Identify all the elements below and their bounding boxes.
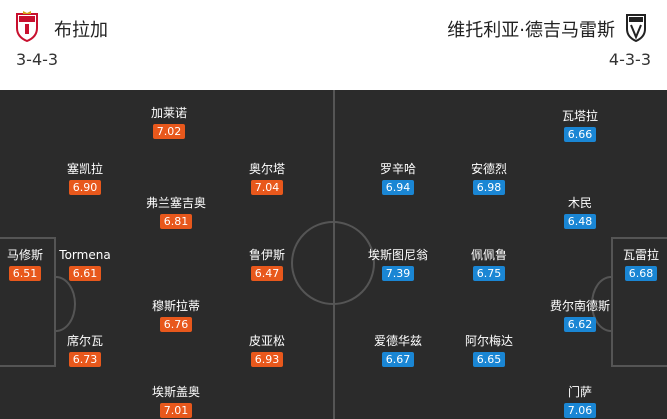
away-formation: 4-3-3: [608, 50, 651, 69]
vitoria-crest-icon[interactable]: [625, 12, 647, 42]
player-name: 塞凯拉: [66, 162, 103, 176]
player-home[interactable]: 穆斯拉蒂 6.76: [131, 299, 221, 332]
player-rating: 6.93: [250, 352, 284, 367]
player-name: 瓦塔拉: [561, 109, 598, 123]
player-name: 安德烈: [470, 162, 507, 176]
player-name: 爱德华兹: [373, 334, 422, 348]
match-header: 布拉加 3-4-3 维托利亚·德吉马雷斯 4-3-3: [0, 0, 667, 90]
player-home[interactable]: 加莱诺 7.02: [124, 106, 214, 139]
player-rating: 6.76: [159, 317, 193, 332]
player-name: 埃斯图尼翁: [367, 248, 428, 262]
away-team-name[interactable]: 维托利亚·德吉马雷斯: [447, 20, 615, 41]
home-formation: 3-4-3: [16, 50, 59, 69]
player-rating: 6.68: [624, 266, 658, 281]
player-home[interactable]: 鲁伊斯 6.47: [222, 248, 312, 281]
player-rating: 7.02: [152, 124, 186, 139]
player-away[interactable]: 瓦雷拉 6.68: [596, 248, 667, 281]
player-rating: 6.81: [159, 214, 193, 229]
player-rating: 6.98: [472, 180, 506, 195]
home-team-name[interactable]: 布拉加: [54, 20, 108, 41]
player-home[interactable]: 弗兰塞吉奥 6.81: [131, 196, 221, 229]
player-rating: 6.51: [8, 266, 42, 281]
player-rating: 6.65: [472, 352, 506, 367]
player-name: 奥尔塔: [248, 162, 285, 176]
player-rating: 6.47: [250, 266, 284, 281]
player-home[interactable]: 皮亚松 6.93: [222, 334, 312, 367]
player-home[interactable]: 席尔瓦 6.73: [40, 334, 130, 367]
player-home[interactable]: 马修斯 6.51: [0, 248, 70, 281]
player-name: 费尔南德斯: [549, 299, 610, 313]
player-rating: 6.90: [68, 180, 102, 195]
player-name: 弗兰塞吉奥: [145, 196, 206, 210]
player-rating: 6.61: [68, 266, 102, 281]
player-name: 穆斯拉蒂: [151, 299, 200, 313]
player-away[interactable]: 安德烈 6.98: [444, 162, 534, 195]
player-rating: 7.04: [250, 180, 284, 195]
player-away[interactable]: 木民 6.48: [535, 196, 625, 229]
player-away[interactable]: 埃斯图尼翁 7.39: [353, 248, 443, 281]
player-rating: 6.73: [68, 352, 102, 367]
player-name: 阿尔梅达: [464, 334, 513, 348]
center-circle: [291, 221, 375, 305]
player-rating: 7.39: [381, 266, 415, 281]
player-away[interactable]: 瓦塔拉 6.66: [535, 109, 625, 142]
player-home[interactable]: 奥尔塔 7.04: [222, 162, 312, 195]
player-away[interactable]: 门萨 7.06: [535, 385, 625, 418]
player-away[interactable]: 爱德华兹 6.67: [353, 334, 443, 367]
player-away[interactable]: 阿尔梅达 6.65: [444, 334, 534, 367]
player-name: 席尔瓦: [66, 334, 103, 348]
player-rating: 7.01: [159, 403, 193, 418]
player-name: 皮亚松: [248, 334, 285, 348]
player-name: 瓦雷拉: [622, 248, 659, 262]
player-rating: 6.48: [563, 214, 597, 229]
player-home[interactable]: Tormena 6.61: [40, 248, 130, 281]
player-away[interactable]: 佩佩鲁 6.75: [444, 248, 534, 281]
player-name: 埃斯盖奥: [151, 385, 200, 399]
player-rating: 6.62: [563, 317, 597, 332]
player-name: 罗辛哈: [379, 162, 416, 176]
player-name: 木民: [567, 196, 592, 210]
home-penalty-box: [0, 237, 56, 367]
braga-crest-icon[interactable]: [14, 10, 40, 42]
away-penalty-box: [611, 237, 667, 367]
player-name: Tormena: [59, 248, 111, 262]
player-home[interactable]: 塞凯拉 6.90: [40, 162, 130, 195]
player-away[interactable]: 费尔南德斯 6.62: [535, 299, 625, 332]
player-rating: 6.66: [563, 127, 597, 142]
player-name: 加莱诺: [150, 106, 187, 120]
player-name: 佩佩鲁: [470, 248, 507, 262]
player-name: 鲁伊斯: [248, 248, 285, 262]
player-away[interactable]: 罗辛哈 6.94: [353, 162, 443, 195]
player-rating: 6.94: [381, 180, 415, 195]
pitch: 加莱诺 7.02 塞凯拉 6.90 奥尔塔 7.04 弗兰塞吉奥 6.81 马修…: [0, 90, 667, 419]
player-name: 门萨: [567, 385, 592, 399]
player-rating: 7.06: [563, 403, 597, 418]
player-rating: 6.67: [381, 352, 415, 367]
player-name: 马修斯: [6, 248, 43, 262]
player-home[interactable]: 埃斯盖奥 7.01: [131, 385, 221, 418]
player-rating: 6.75: [472, 266, 506, 281]
